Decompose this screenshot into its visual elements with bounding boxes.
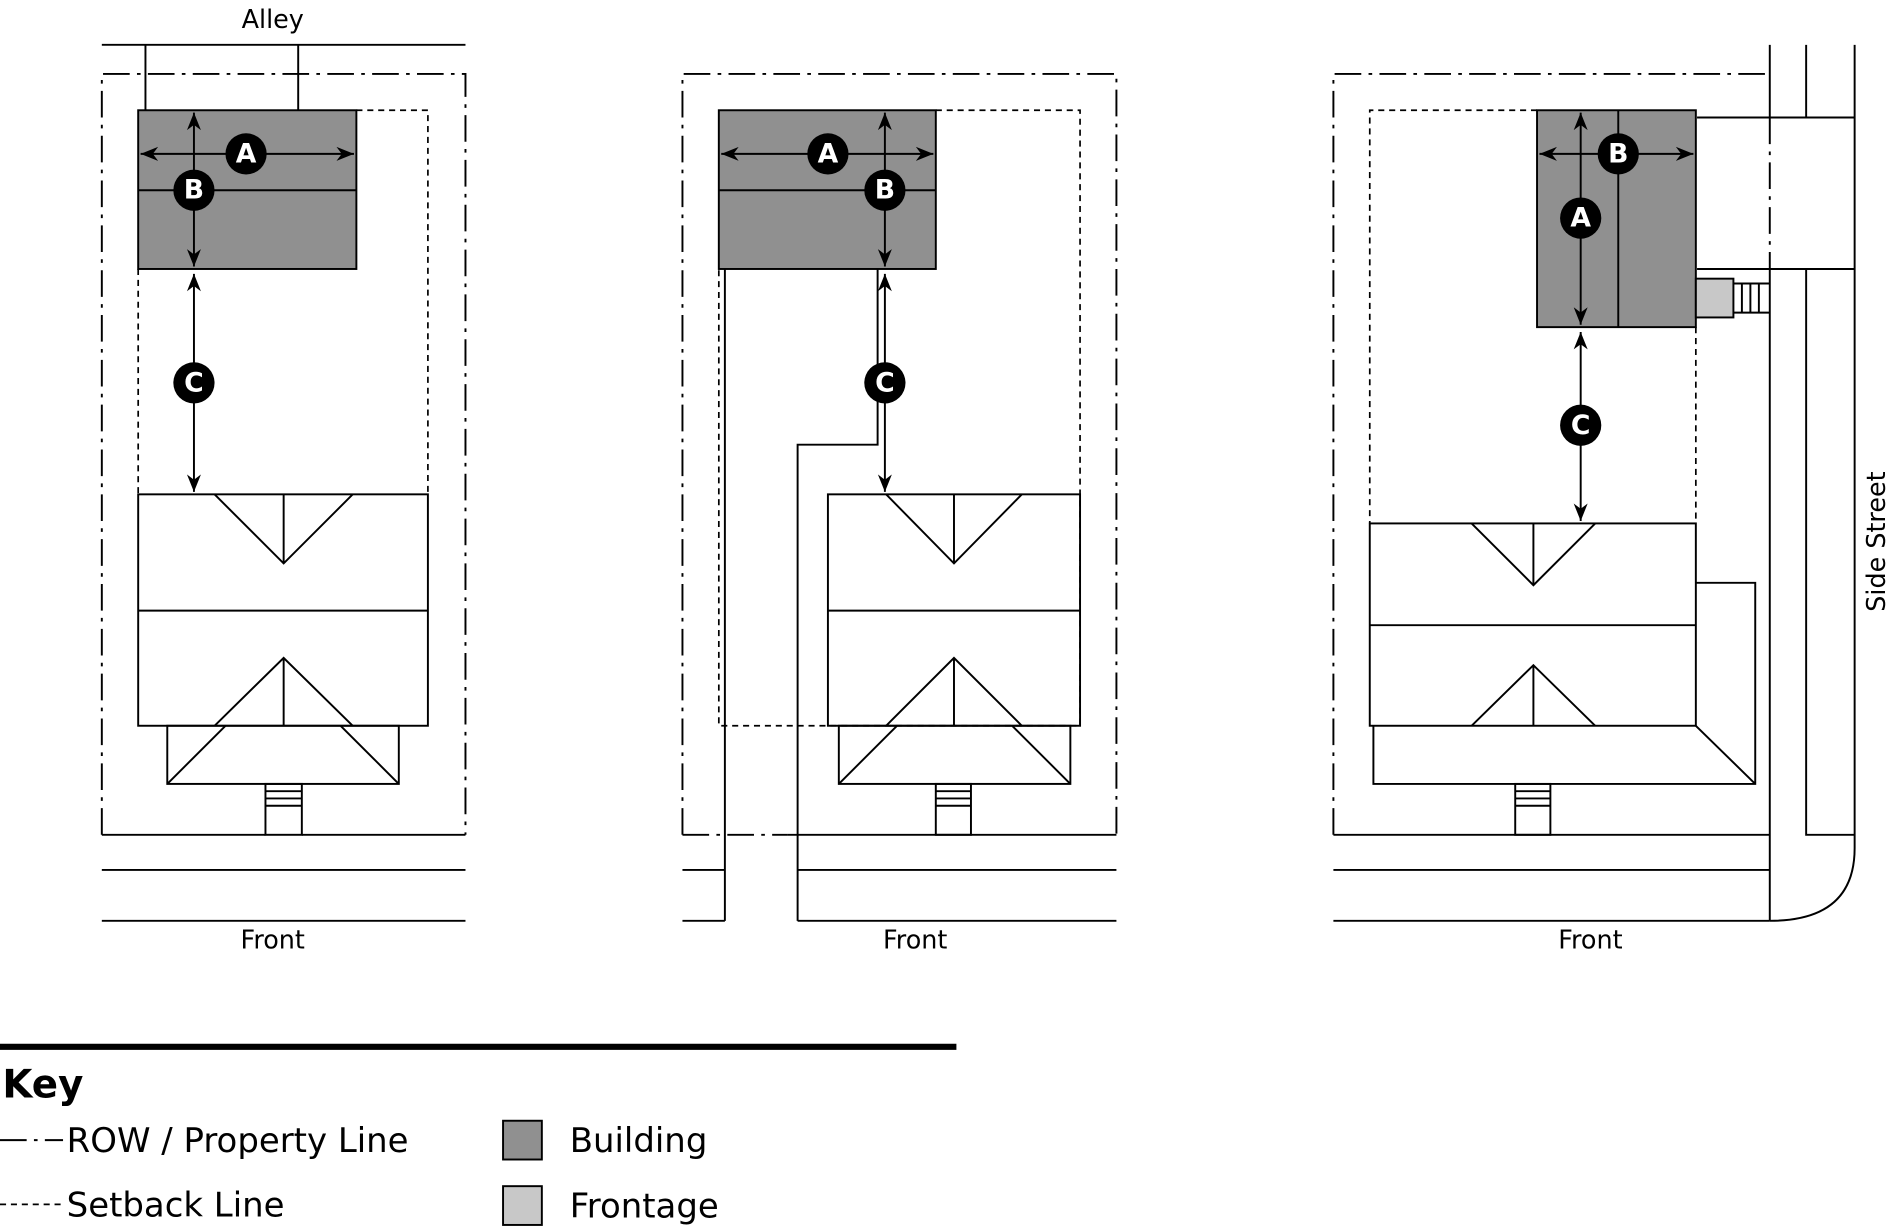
- legend-frontage-swatch: [502, 1185, 543, 1226]
- panel-corner-lot: B A C Front Side Street: [1332, 44, 1891, 955]
- callout-c: C: [1560, 404, 1602, 446]
- property-line: [681, 72, 1118, 835]
- setback-line: [1368, 109, 1697, 524]
- side-street: [1697, 44, 1856, 922]
- front-label: Front: [883, 925, 947, 955]
- panel-alley-loaded: Alley A B C Front: [100, 4, 467, 955]
- principal-house: [137, 493, 429, 836]
- svg-text:A: A: [1570, 203, 1591, 234]
- legend-setback-label: Setback Line: [67, 1186, 285, 1225]
- legend-building-label: Building: [570, 1122, 708, 1161]
- legend-row-label: ROW / Property Line: [67, 1122, 409, 1161]
- principal-house: [1368, 522, 1757, 836]
- svg-text:C: C: [875, 367, 895, 398]
- callout-b: B: [173, 169, 215, 211]
- front-label: Front: [1558, 925, 1622, 955]
- svg-text:A: A: [818, 138, 839, 169]
- callout-c: C: [173, 362, 215, 404]
- frontage: [1694, 277, 1735, 319]
- property-line: [1332, 72, 1771, 835]
- svg-text:B: B: [1608, 138, 1628, 169]
- callout-b: B: [1597, 133, 1639, 175]
- legend-title: Key: [2, 1063, 83, 1108]
- svg-text:B: B: [875, 175, 895, 206]
- front-label: Front: [241, 925, 305, 955]
- callout-b: B: [864, 169, 906, 211]
- driveway: [723, 268, 879, 921]
- callout-a: A: [807, 133, 849, 175]
- legend-building-swatch: [502, 1119, 543, 1161]
- panel-front-driveway: A B C Front: [681, 72, 1118, 955]
- svg-text:C: C: [1571, 410, 1591, 441]
- alley-label: Alley: [242, 4, 304, 34]
- setback-line: [137, 109, 429, 495]
- property-line: [100, 72, 467, 835]
- svg-text:A: A: [236, 138, 257, 169]
- principal-house: [826, 493, 1082, 836]
- side-street-label: Side Street: [1861, 471, 1891, 611]
- callout-c: C: [864, 362, 906, 404]
- legend-frontage-label: Frontage: [570, 1188, 719, 1227]
- callout-a: A: [225, 133, 267, 175]
- svg-text:C: C: [184, 367, 204, 398]
- svg-text:B: B: [184, 175, 204, 206]
- callout-a: A: [1560, 197, 1602, 239]
- legend: Key ROW / Property Line Setback Line Bui…: [0, 1043, 957, 1227]
